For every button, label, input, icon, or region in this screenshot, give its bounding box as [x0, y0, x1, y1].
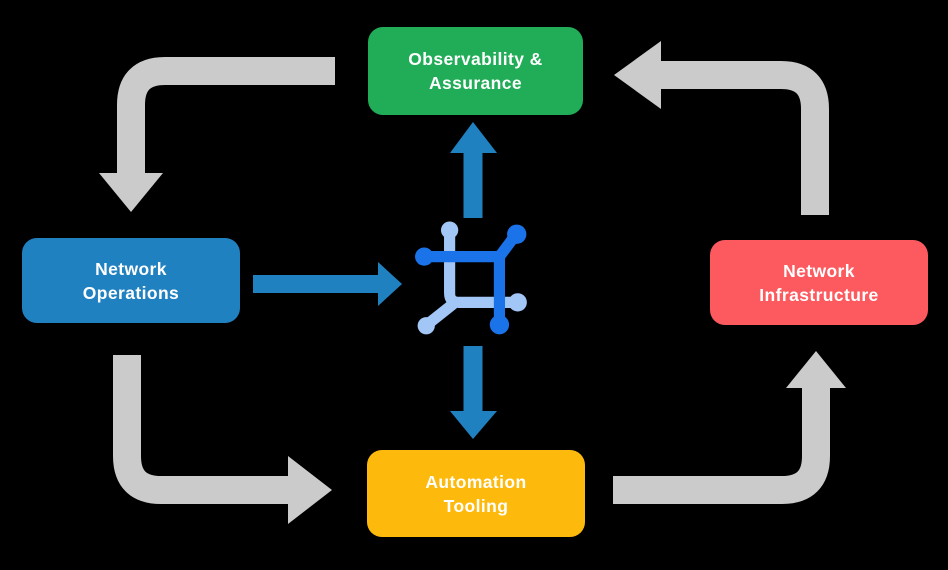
- arrow-platform-icon-to-observability: [450, 122, 497, 218]
- node-label: Network Infrastructure: [759, 260, 879, 305]
- node-label: Automation Tooling: [425, 471, 527, 516]
- arrow-head-up-icon: [450, 122, 497, 153]
- icon-node-right: [508, 293, 527, 312]
- arrow-head-right-icon: [288, 456, 332, 524]
- arrow-operations-to-platform-icon: [253, 262, 402, 306]
- arrow-shaft: [613, 388, 830, 504]
- arrow-head-right-icon: [378, 262, 402, 306]
- icon-node-bottom-left: [417, 317, 435, 335]
- node-network-operations: Network Operations: [22, 238, 240, 323]
- arrow-head-left-icon: [614, 41, 661, 109]
- node-label: Observability & Assurance: [408, 49, 543, 93]
- icon-node-top: [440, 221, 459, 239]
- network-platform-icon: [415, 221, 527, 335]
- node-label: Network Operations: [82, 258, 180, 303]
- node-network-infrastructure: Network Infrastructure: [710, 240, 928, 325]
- arrow-automation-to-infrastructure: [613, 351, 846, 504]
- arrow-operations-to-automation: [113, 355, 332, 524]
- arrow-shaft: [117, 57, 335, 174]
- arrow-infrastructure-to-observability: [614, 41, 829, 215]
- node-observability-assurance: Observability & Assurance: [368, 27, 583, 115]
- arrow-platform-icon-to-automation: [450, 346, 497, 439]
- arrow-shaft: [661, 61, 829, 215]
- node-automation-tooling: Automation Tooling: [367, 450, 585, 537]
- arrow-shaft: [113, 355, 288, 504]
- arrow-head-down-icon: [99, 173, 163, 212]
- arrow-observability-to-operations: [99, 57, 335, 212]
- icon-node-bottom: [489, 315, 510, 335]
- icon-node-left: [415, 247, 434, 266]
- arrow-head-up-icon: [786, 351, 846, 388]
- icon-node-top-right: [507, 224, 527, 244]
- arrow-head-down-icon: [450, 411, 497, 439]
